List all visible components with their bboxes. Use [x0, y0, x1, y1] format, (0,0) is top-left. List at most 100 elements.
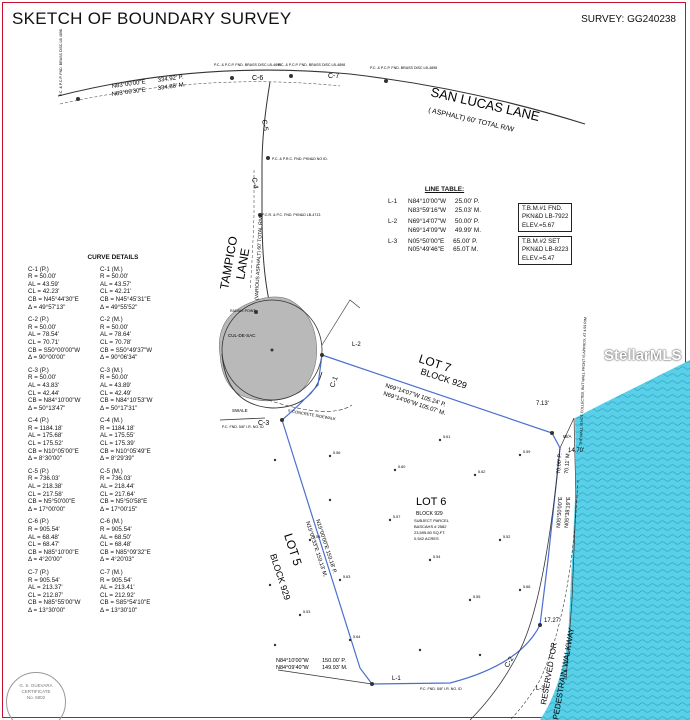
east-bearing-p: N05°50'00"E	[556, 496, 564, 528]
seal-line: No. 6802	[26, 695, 46, 700]
curve-detail-line: R = 905.54'	[28, 576, 60, 584]
curve-detail-line: CB = N45°45'31"E	[100, 295, 151, 303]
line-id: L-2	[388, 218, 398, 226]
curve-detail-line: C-6 (M.)	[100, 518, 123, 526]
elev-label: 5.58	[313, 535, 320, 539]
curve-detail-line: R = 905.54'	[28, 526, 60, 533]
elev-label: 5.66	[523, 585, 530, 589]
curve-detail-line: CB = N84°10'00"W	[28, 397, 81, 405]
lot6-block: BLOCK 929	[416, 511, 443, 517]
curve-detail-line: R = 905.54'	[100, 576, 132, 584]
seawall-note: THE WALL IS NOT COLLECTED, BUT WALL FRON…	[579, 317, 587, 445]
line-plat: N84°10'00"W 25.00' P.	[408, 198, 480, 206]
elev-label: 5.53	[303, 610, 310, 614]
benchmark-line: ELEV.=5.67	[522, 221, 555, 229]
elevation-shots	[268, 438, 522, 657]
curve-detail-line: CL = 68.48'	[100, 541, 132, 549]
line-table-row: L-1 N84°10'00"W 25.00' P.N83°59'16"W 25.…	[388, 198, 481, 215]
curve-plat-column: C-2 (P.)R = 50.00'AL = 78.54'CL = 70.71'…	[28, 316, 100, 362]
curve-details-rows: C-1 (P.)R = 50.00'AL = 43.59'CL = 42.23'…	[28, 266, 198, 615]
monument-note-5: P.C.R. & P.C. FND. PKN&D LB-4713	[262, 213, 320, 217]
curve-detail-line: AL = 213.37'	[28, 584, 63, 592]
curve-detail-line: CB = S85°54'10"E	[100, 599, 151, 607]
curve-detail-pair: C-1 (P.)R = 50.00'AL = 43.59'CL = 42.23'…	[28, 266, 198, 312]
curve-detail-line: CB = N84°10'53"W	[100, 397, 153, 405]
curve-detail-line: CL = 212.87'	[28, 591, 63, 599]
curve-detail-pair: C-7 (P.)R = 905.54'AL = 213.37'CL = 212.…	[28, 569, 198, 615]
curve-detail-line: C-4 (P.)	[28, 417, 49, 425]
curve-detail-line: Δ = 4°20'00"	[28, 556, 62, 564]
curve-detail-line: CL = 217.58'	[28, 490, 63, 498]
curve-detail-line: CL = 217.64'	[100, 490, 135, 498]
curve-detail-line: AL = 175.55'	[100, 432, 135, 440]
curve-detail-line: C-2 (M.)	[100, 316, 123, 324]
curve-detail-line: Δ = 13°30'00"	[28, 606, 66, 614]
curve-plat-column: C-4 (P.)R = 1184.18'AL = 175.68'CL = 175…	[28, 417, 100, 463]
sidewalk-line	[267, 399, 353, 412]
curve-detail-line: C-5 (M.)	[100, 467, 123, 475]
curve-detail-line: Δ = 17°00'00"	[28, 505, 66, 513]
benchmark-line: PKN&D LB-8223	[522, 246, 569, 254]
curve-label-c5: C-5	[260, 119, 269, 131]
curve-plat-column: C-7 (P.)R = 905.54'AL = 213.37'CL = 212.…	[28, 569, 100, 615]
curve-detail-line: C-1 (M.)	[100, 265, 123, 273]
elev-label: 5.60	[398, 465, 405, 469]
curve-measured-column: C-2 (M.)R = 50.00'AL = 78.64'CL = 70.78'…	[100, 316, 172, 362]
elev-label: 5.57	[393, 515, 400, 519]
benchmark-1: T.B.M.#1 FND. PKN&D LB-7922 ELEV.=5.67	[518, 203, 573, 233]
monument-note-7: P.C. FND. 5/8" I.R. NO. ID	[222, 425, 264, 429]
line-table-title: LINE TABLE:	[424, 186, 465, 193]
top-bearing-2-dist: 334.88' M.	[157, 82, 186, 92]
curve-label-c3: C-3	[258, 420, 269, 427]
surveyor-seal: G. S. GUEVARA CERTIFICATE No. 6802	[6, 672, 66, 720]
tampico-label-2: LANE	[233, 247, 252, 280]
line-id: L-1	[388, 198, 398, 206]
curve-detail-line: R = 736.03'	[28, 475, 60, 483]
lot5-block: BLOCK 929	[268, 553, 292, 602]
curve-detail-line: CB = S50°49'37"W	[100, 346, 153, 354]
line-measured: N05°49'46"E 65.0T M.	[408, 246, 479, 254]
curve-detail-line: CL = 42.49'	[100, 389, 132, 397]
tampico-west-edge	[249, 170, 255, 291]
curve-detail-pair: C-4 (P.)R = 1184.18'AL = 175.68'CL = 175…	[28, 417, 198, 463]
curve-detail-line: AL = 43.89'	[100, 381, 132, 389]
east-dist-m: 70.11' M.	[564, 451, 572, 474]
lot-line-west-lot5	[219, 417, 266, 421]
elev-label: 5.61	[443, 435, 450, 439]
curve-detail-line: R = 1184.18'	[100, 424, 135, 432]
curve-detail-pair: C-2 (P.)R = 50.00'AL = 78.54'CL = 70.71'…	[28, 316, 198, 362]
elev-label: 5.55	[473, 595, 480, 599]
line-l3: L-3	[536, 686, 545, 692]
curve-detail-line: R = 736.03'	[100, 475, 132, 483]
dim-b: 17.27'	[544, 618, 560, 624]
curve-detail-line: C-5 (P.)	[28, 467, 49, 475]
curve-detail-line: AL = 78.54'	[28, 331, 60, 339]
monument-markers	[76, 74, 554, 686]
walkway-arc-inner	[509, 479, 579, 720]
south-bearing-m: N84°09'40"W	[276, 665, 310, 671]
line-id: L-3	[388, 238, 398, 246]
curve-detail-line: AL = 43.83'	[28, 381, 60, 389]
curve-detail-line: Δ = 8°30'00"	[28, 455, 62, 463]
curve-detail-line: CB = N10°05'49"E	[100, 447, 151, 455]
south-bearing-p: N84°10'00"W	[276, 658, 310, 664]
line-table-row: L-3 N05°50'00"E 65.00' P.N05°49'46"E 65.…	[388, 238, 481, 255]
curve-detail-line: AL = 43.59'	[28, 280, 60, 288]
elev-label: 5.56	[333, 451, 340, 455]
curve-detail-line: R = 50.00'	[100, 374, 129, 382]
lot5-label: LOT 5	[281, 532, 305, 568]
curve-detail-line: AL = 43.57'	[100, 280, 132, 288]
swale-label: SWALE	[232, 408, 248, 413]
page-title: SKETCH OF BOUNDARY SURVEY	[12, 9, 292, 28]
curve-plat-column: C-1 (P.)R = 50.00'AL = 43.59'CL = 42.23'…	[28, 266, 100, 312]
curve-detail-line: R = 50.00'	[100, 273, 129, 281]
line-table-row: L-2 N69°14'07"W 50.00' P.N69°14'09"W 49.…	[388, 218, 481, 235]
curve-detail-line: R = 50.00'	[28, 323, 57, 331]
watermark: StellarMLS	[604, 347, 682, 364]
curve-measured-column: C-6 (M.)R = 905.54'AL = 68.50'CL = 68.48…	[100, 518, 172, 564]
curve-detail-line: CB = N85°09'32"E	[100, 548, 151, 556]
elev-label: 5.63	[343, 575, 350, 579]
